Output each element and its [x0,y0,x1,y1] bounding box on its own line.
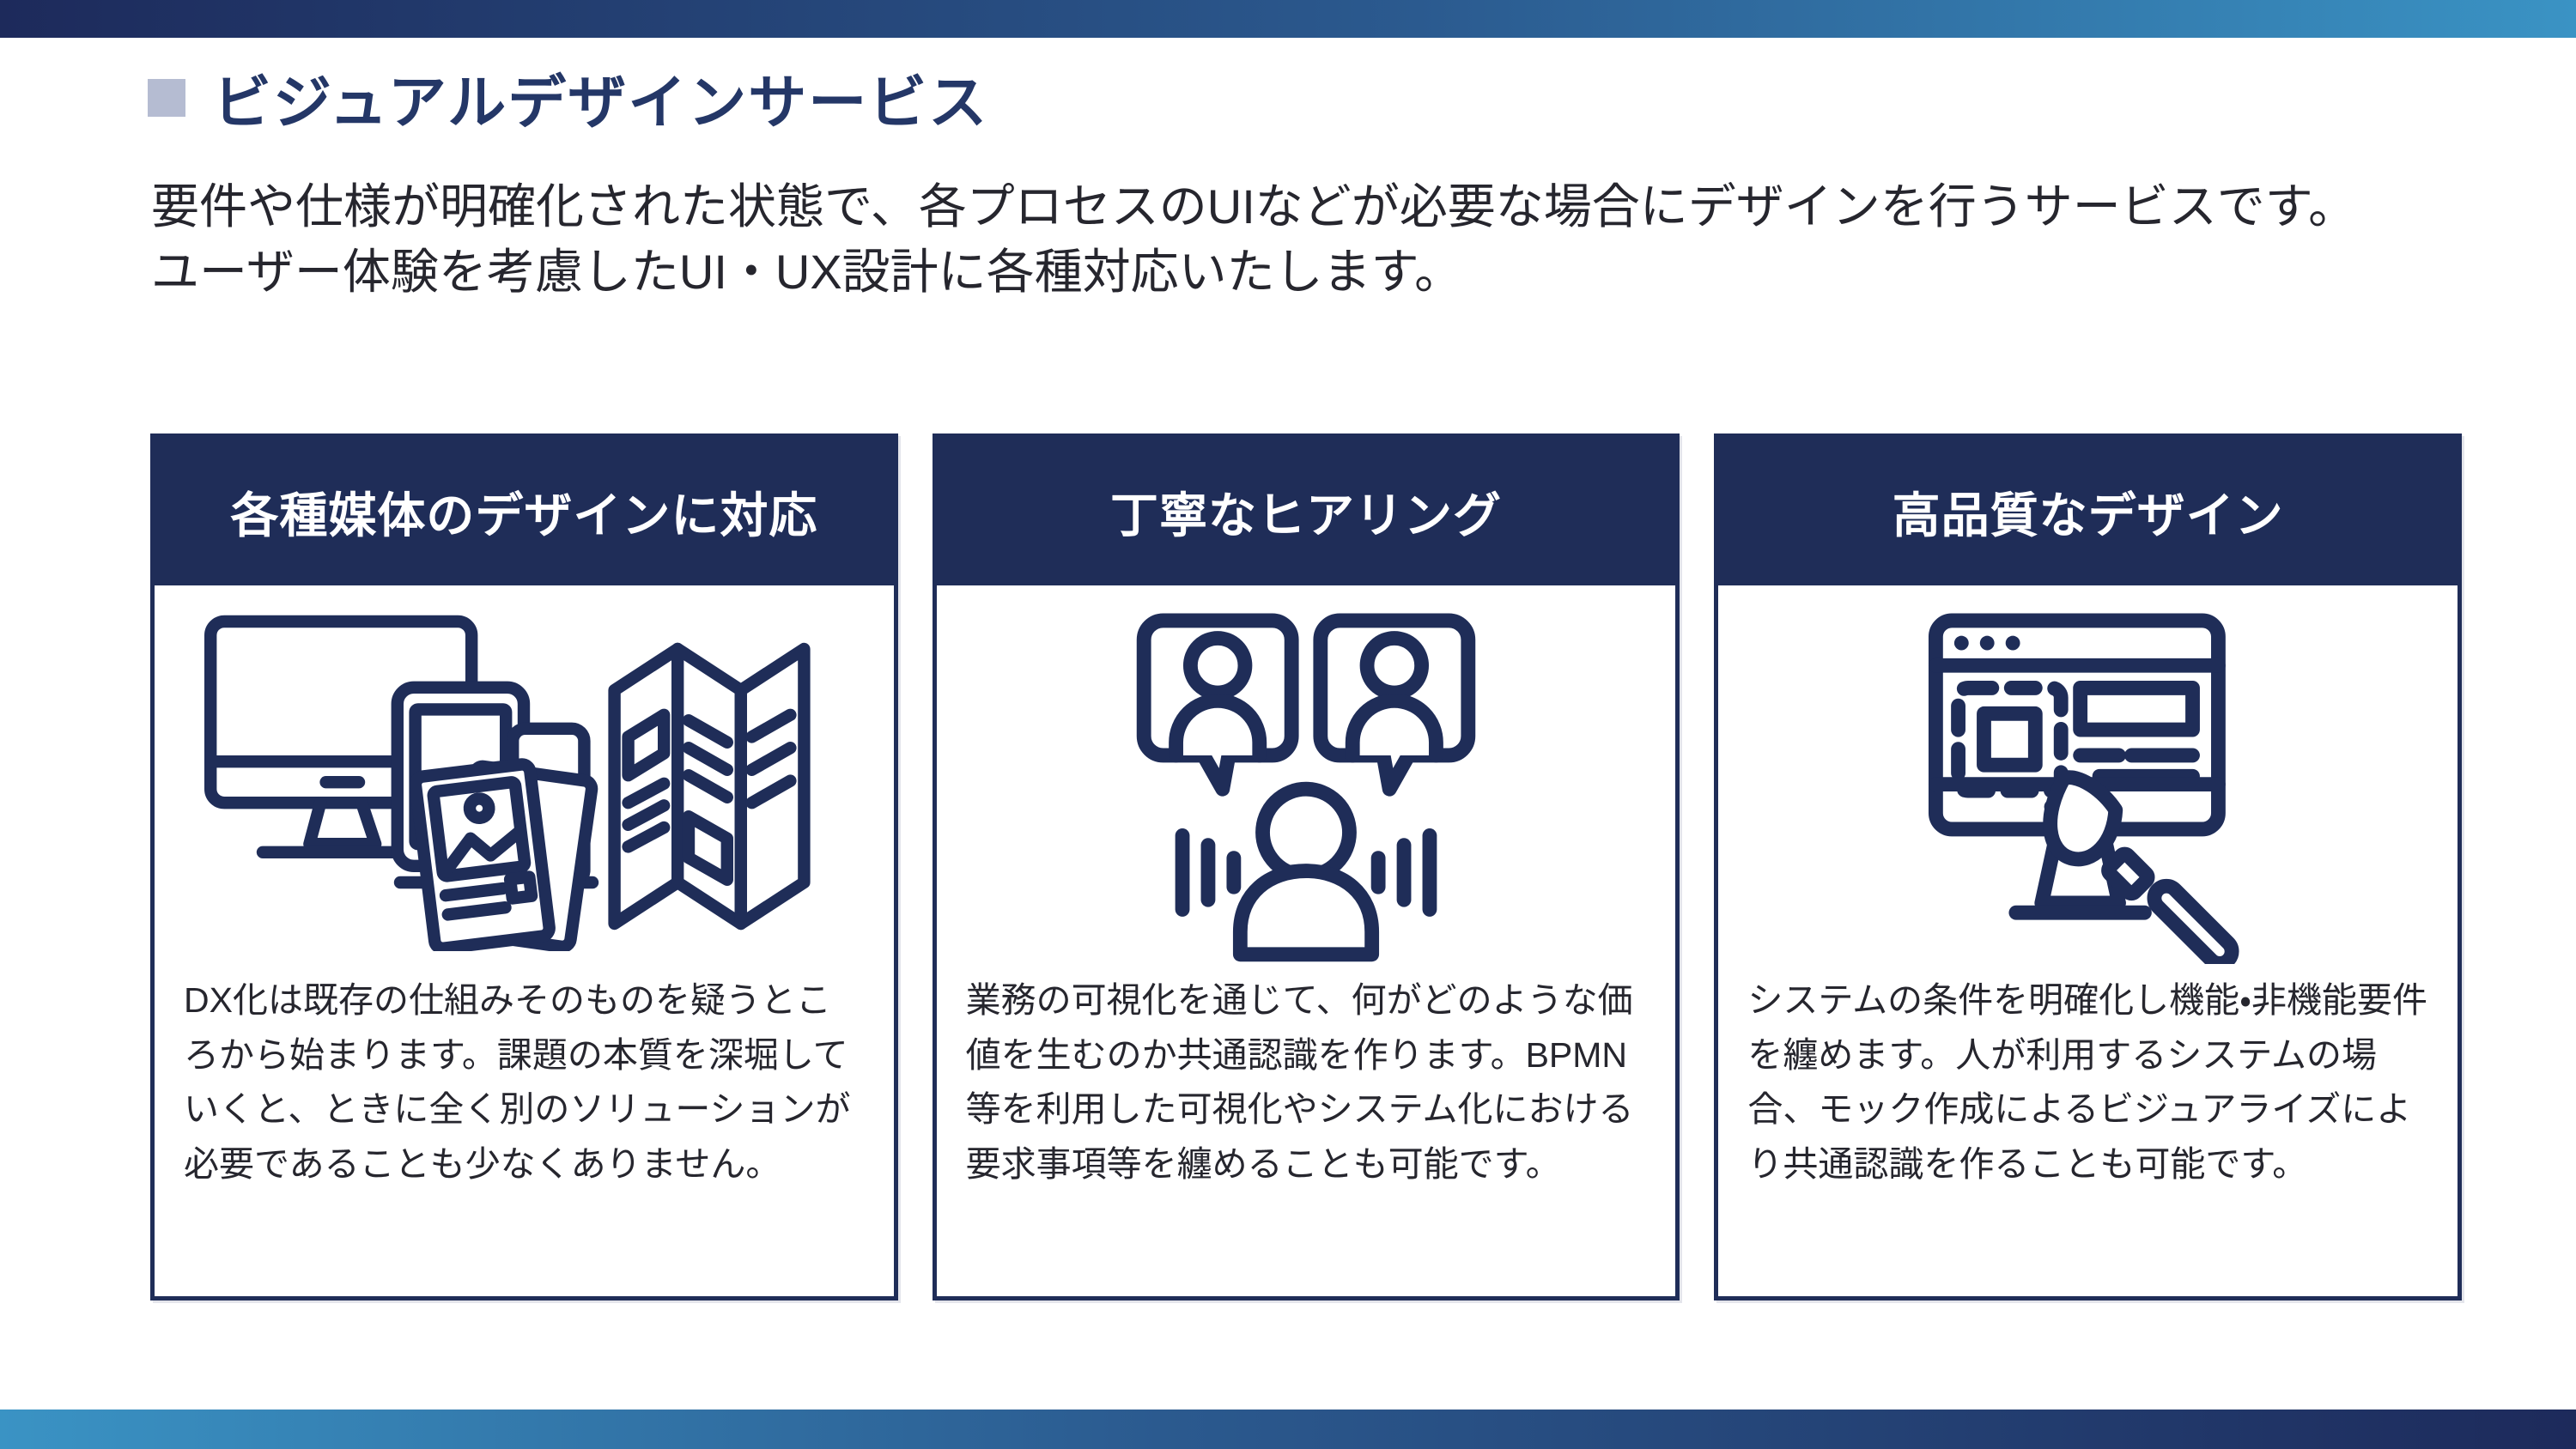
feature-cards: 各種媒体のデザインに対応 [150,433,2463,1301]
devices-print-media-icon [204,615,811,952]
card-title: 各種媒体のデザインに対応 [155,438,894,586]
page-title: ビジュアルデザインサービス [213,70,989,136]
card-hearing: 丁寧なヒアリング [932,433,1680,1301]
card-title: 丁寧なヒアリング [936,438,1676,586]
title-row: ビジュアルデザインサービス [148,55,2576,140]
square-bullet-icon [148,78,185,117]
page-description: 要件や仕様が明確化された状態で、各プロセスのUIなどが必要な場合にデザインを行う… [151,174,2473,305]
card-description: 業務の可視化を通じて、何がどのような価値を生むのか共通認識を作ります。BPMN等… [965,980,1634,1184]
interview-hearing-icon [1136,613,1476,962]
card-quality-design: 高品質なデザイン [1714,433,2463,1301]
design-mockup-icon [1928,613,2239,965]
card-title: 高品質なデザイン [1718,438,2458,586]
card-media-design: 各種媒体のデザインに対応 [150,433,898,1301]
card-icon-area [1718,585,2458,973]
description-line-1: 要件や仕様が明確化された状態で、各プロセスのUIなどが必要な場合にデザインを行う… [151,179,2357,233]
top-gradient-bar [0,0,2576,38]
card-description: DX化は既存の仕組みそのものを疑うところから始まります。課題の本質を深堀していく… [184,980,851,1184]
card-icon-area [937,585,1676,973]
description-line-2: ユーザー体験を考慮したUI・UX設計に各種対応いたします。 [151,245,1463,300]
card-description: システムの条件を明確化し機能・非機能要件を纏めます。人が利用するシステムの場合、… [1747,980,2428,1184]
card-icon-area [155,585,894,973]
bottom-gradient-bar [0,1410,2576,1449]
